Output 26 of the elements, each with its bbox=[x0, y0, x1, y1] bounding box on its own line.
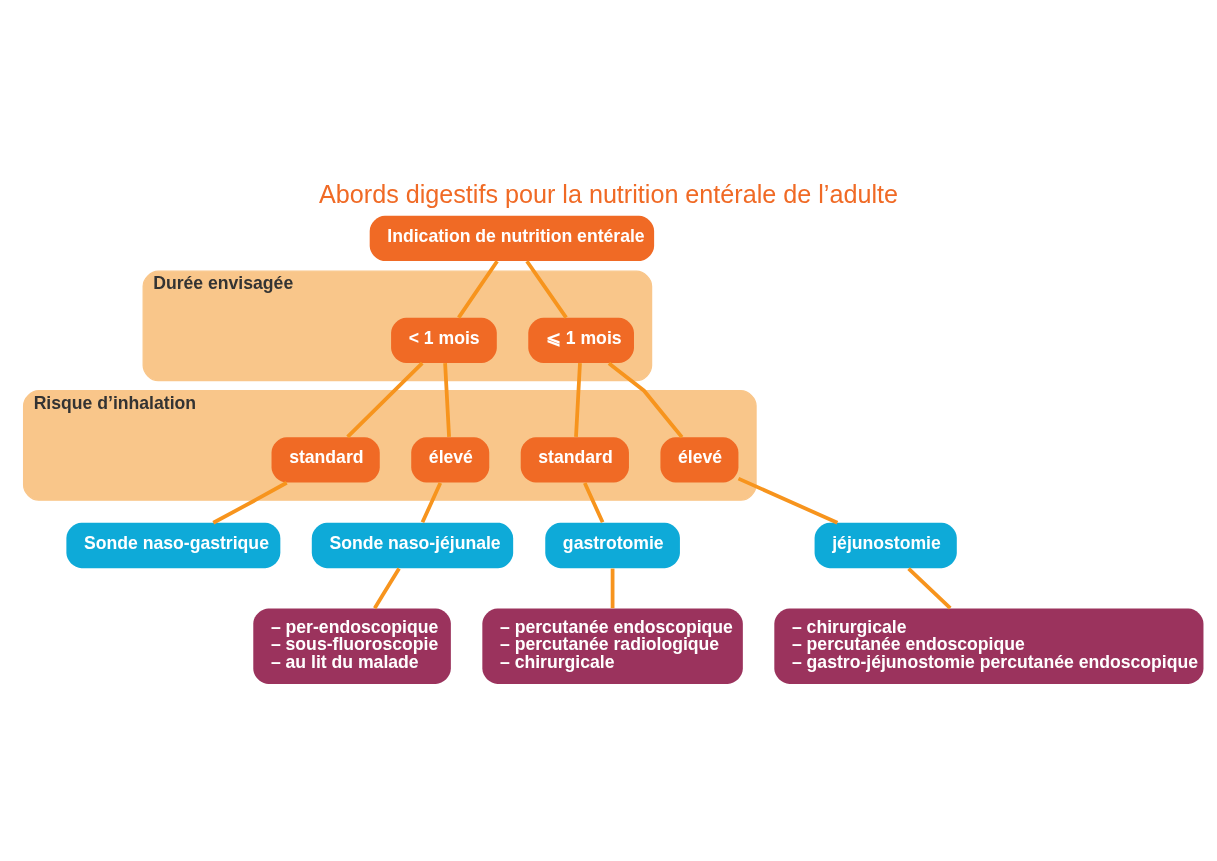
connector bbox=[346, 361, 424, 438]
node-box: – per-endoscopique – sous-fluoroscopie – au lit du malade bbox=[253, 607, 451, 684]
connector bbox=[574, 362, 582, 437]
node-box: standard bbox=[271, 436, 380, 483]
connector bbox=[607, 361, 684, 438]
node-box: – chirurgicale – percutanée endoscopique – gastro-jéjunostomie percutanée endoscopique bbox=[774, 607, 1204, 684]
connector bbox=[907, 566, 952, 610]
node-box: Indication de nutrition entérale bbox=[369, 215, 655, 261]
connector bbox=[212, 480, 288, 524]
node-box: ⩽ 1 mois bbox=[528, 317, 634, 363]
diagram-title: Abords digestifs pour la nutrition entérale de l’adulte bbox=[319, 179, 898, 208]
connector bbox=[525, 259, 568, 319]
connector bbox=[443, 362, 451, 437]
node-box: jéjunostomie bbox=[814, 522, 957, 568]
node-box: standard bbox=[520, 436, 629, 483]
node-box: – percutanée endoscopique – percutanée radiologique – chirurgicale bbox=[482, 607, 743, 684]
node-box: élevé bbox=[660, 436, 739, 483]
node-box: élevé bbox=[411, 436, 490, 483]
connector bbox=[737, 476, 839, 524]
node-box: < 1 mois bbox=[391, 317, 497, 363]
node-box: gastrotomie bbox=[545, 522, 680, 568]
node-box: Sonde naso-gastrique bbox=[66, 522, 281, 568]
connector bbox=[457, 259, 499, 319]
connector bbox=[373, 567, 401, 609]
connector bbox=[610, 568, 615, 608]
node-box: Sonde naso-jéjunale bbox=[311, 522, 514, 568]
